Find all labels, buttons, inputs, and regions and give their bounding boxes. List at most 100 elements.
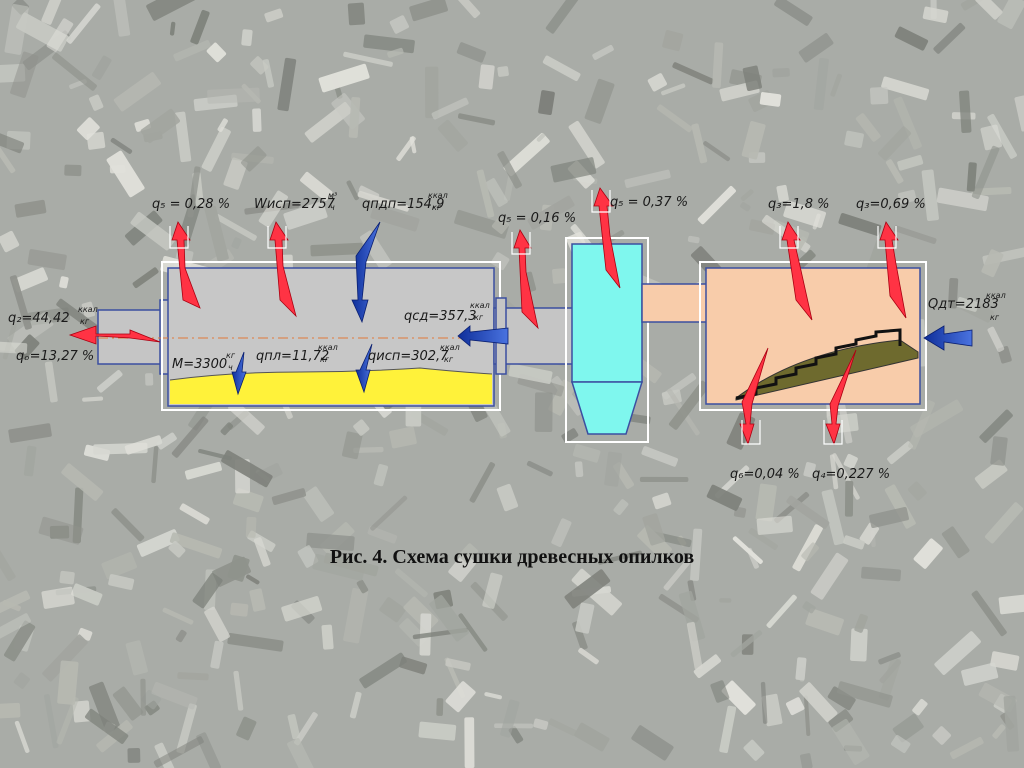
wood-chip	[503, 132, 550, 177]
wood-chip	[294, 712, 318, 746]
wood-chip	[861, 566, 902, 582]
wood-chip	[572, 443, 601, 463]
wood-chip	[712, 42, 724, 88]
wood-chip	[829, 454, 839, 490]
label-q-dt-unit-num: ккал	[986, 291, 1006, 300]
wood-chip	[730, 630, 763, 658]
wood-chip	[485, 178, 508, 207]
wood-chip	[981, 249, 1004, 278]
wood-chip	[597, 550, 643, 565]
wood-chip	[437, 119, 468, 152]
wood-chip	[373, 464, 389, 487]
wood-chip	[690, 528, 703, 581]
wood-chip	[10, 51, 39, 98]
wood-chip	[545, 0, 580, 34]
wood-chip	[343, 51, 393, 67]
wood-chip	[204, 606, 230, 642]
wood-chip	[277, 57, 297, 112]
furnace	[705, 267, 921, 405]
wood-chip	[908, 400, 935, 450]
wood-chip	[252, 108, 262, 132]
wood-chip	[803, 695, 811, 737]
label-q-sd: qсд=357,3	[404, 309, 477, 324]
wood-chip	[641, 446, 679, 467]
wood-chip	[27, 249, 67, 271]
wood-chip	[631, 725, 674, 761]
wood-chip	[979, 409, 1013, 443]
wood-chip	[497, 151, 522, 189]
wood-chip	[223, 157, 248, 190]
wood-chip	[527, 195, 575, 230]
wood-chip	[56, 298, 104, 337]
label-q-dt-unit-den: кг	[990, 313, 1000, 322]
wood-chip	[956, 297, 979, 312]
label-q3b: q₃=0,69 %	[856, 197, 926, 212]
wood-chip	[801, 542, 819, 562]
wood-chip	[140, 678, 147, 716]
wood-chip	[346, 180, 359, 201]
wood-chip	[949, 736, 984, 760]
wood-chip	[831, 718, 870, 765]
label-w-unit-num: м³	[328, 191, 337, 200]
wood-chip	[127, 747, 141, 763]
drum-bed-line	[169, 367, 493, 381]
wood-chip	[639, 476, 689, 483]
wood-chip	[992, 724, 1006, 739]
wood-chip	[578, 647, 599, 665]
wood-chip	[59, 570, 75, 585]
wood-chip	[687, 235, 700, 244]
wood-chip	[153, 736, 204, 768]
wood-chip	[171, 416, 209, 458]
wood-chip	[52, 52, 97, 91]
wood-chip	[7, 312, 54, 351]
wood-chip	[184, 461, 222, 480]
wood-chip	[187, 166, 201, 218]
wood-chip	[740, 189, 754, 201]
wood-chip	[703, 141, 731, 162]
wood-chip	[568, 120, 605, 169]
wood-chip	[353, 446, 384, 453]
wood-chip	[990, 436, 1008, 466]
wood-chip	[456, 42, 487, 63]
wood-chip	[805, 608, 844, 636]
wood-chip	[469, 462, 495, 503]
wood-chip	[321, 624, 334, 650]
wood-chip	[436, 698, 444, 716]
wood-chip	[431, 97, 469, 120]
wood-chip	[210, 640, 224, 669]
wood-chip	[491, 217, 509, 234]
wood-chip	[755, 483, 777, 522]
wood-chip	[370, 495, 408, 531]
wood-chip	[370, 205, 420, 232]
wood-chip	[46, 18, 74, 52]
wood-chip	[878, 126, 911, 161]
wood-chip	[8, 423, 52, 443]
wood-chip	[760, 681, 768, 724]
wood-chip	[353, 419, 370, 436]
wood-chip	[250, 56, 269, 75]
wood-chip	[173, 40, 211, 62]
wood-chip	[697, 186, 736, 225]
label-q-sd-unit-num: ккал	[470, 301, 490, 310]
wood-chip	[830, 73, 842, 97]
wood-chip	[987, 326, 1005, 352]
wood-chip	[379, 597, 406, 623]
wood-chip	[61, 463, 104, 501]
wood-chip	[526, 460, 553, 477]
wood-chip	[613, 499, 629, 516]
wood-chip	[885, 159, 904, 184]
wood-chip	[106, 150, 145, 198]
gas-duct	[641, 283, 709, 323]
wood-chip	[207, 87, 260, 104]
wood-chip	[179, 503, 210, 525]
wood-chip	[230, 602, 249, 617]
wood-chip	[892, 713, 924, 743]
wood-chip	[821, 489, 845, 546]
wood-chip	[663, 554, 695, 591]
wood-chip	[838, 213, 882, 236]
wood-chip	[0, 341, 28, 354]
furnace-frame	[699, 261, 927, 411]
wood-chip	[574, 722, 610, 752]
heat-input-arrow-q-pl	[231, 351, 247, 396]
wood-chip	[742, 65, 762, 92]
